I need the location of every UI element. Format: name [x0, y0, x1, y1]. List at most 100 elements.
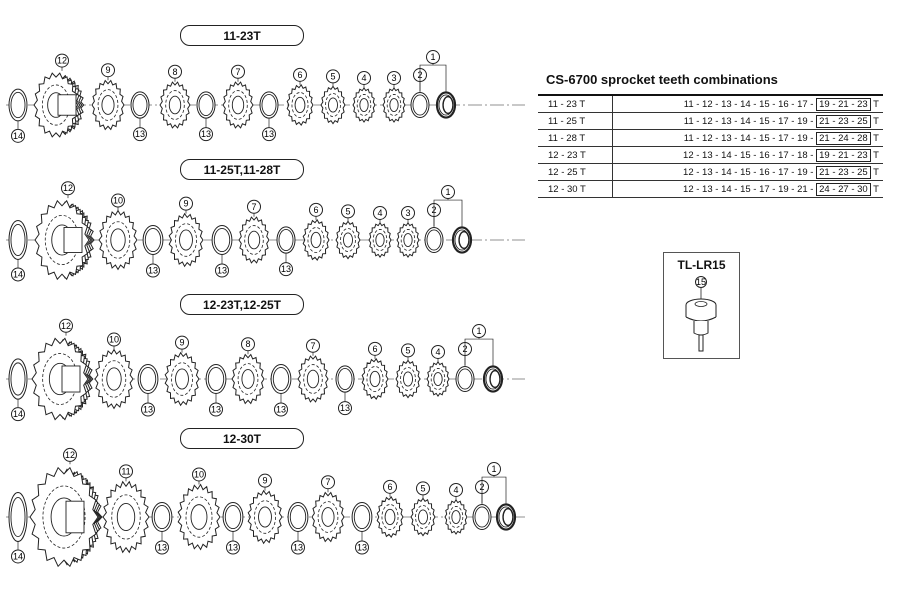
- part-number: 10: [113, 196, 123, 206]
- part-number: 7: [235, 67, 240, 77]
- part-13: 13: [222, 502, 244, 555]
- part-number: 4: [435, 347, 440, 357]
- part-5: 5: [410, 481, 436, 537]
- part-9: 9: [91, 63, 125, 131]
- part-5: 5: [395, 343, 421, 399]
- table-row: 12 - 23 T 12 - 13 - 14 - 15 - 16 - 17 - …: [538, 146, 883, 164]
- combinations-title: CS-6700 sprocket teeth combinations: [546, 72, 778, 87]
- part-12: 12: [29, 447, 103, 568]
- part-9: 9: [168, 196, 204, 268]
- part-number: 4: [453, 485, 458, 495]
- teeth-unit: T: [870, 115, 879, 127]
- part-5: 5: [335, 204, 361, 260]
- part-number: 10: [109, 335, 119, 345]
- part-number: 11: [121, 466, 130, 476]
- boxed-teeth: 21 - 24 - 28: [816, 131, 871, 145]
- group-label-4: 12-30T: [180, 428, 304, 449]
- part-number: 9: [179, 338, 184, 348]
- table-row: 12 - 25 T 12 - 13 - 14 - 15 - 16 - 17 - …: [538, 163, 883, 181]
- part-12: 12: [33, 53, 85, 138]
- teeth-list: 11 - 12 - 13 - 14 - 15 - 17 - 19 - 21 - …: [612, 129, 883, 147]
- teeth-values: 11 - 12 - 13 - 14 - 15 - 17 - 19 -: [683, 115, 817, 127]
- part-number: 1: [476, 326, 481, 336]
- part-number: 13: [135, 129, 145, 139]
- part-number: 10: [194, 469, 204, 479]
- part-number: 13: [228, 542, 238, 552]
- part-number: 9: [183, 199, 188, 209]
- part-number: 8: [245, 339, 250, 349]
- part-number: 13: [293, 542, 303, 552]
- boxed-teeth: 24 - 27 - 30: [816, 182, 871, 196]
- boxed-teeth: 21 - 23 - 25: [816, 114, 871, 128]
- part-number: 12: [57, 56, 67, 66]
- part-number: 14: [13, 131, 23, 141]
- part-3: 3: [382, 70, 406, 123]
- part-number: 5: [405, 345, 410, 355]
- part-6: 6: [286, 67, 314, 126]
- part-number: 7: [325, 477, 330, 487]
- group-label-3: 12-23T,12-25T: [180, 294, 304, 315]
- part-number: 9: [105, 65, 110, 75]
- part-number: 1: [430, 52, 435, 62]
- part-10: 10: [98, 193, 138, 271]
- part-11: 11: [102, 464, 150, 554]
- part-6: 6: [376, 479, 404, 538]
- group-label-1: 11-23T: [180, 25, 304, 46]
- part-8: 8: [231, 337, 265, 405]
- part-6: 6: [361, 341, 389, 400]
- part-number: 13: [357, 542, 367, 552]
- part-number: 12: [61, 321, 71, 331]
- part-7: 7: [297, 338, 329, 403]
- teeth-values: 11 - 12 - 13 - 14 - 15 - 17 - 19 -: [683, 132, 817, 144]
- cassette-size: 11 - 28 T: [538, 129, 613, 147]
- table-row: 11 - 23 T 11 - 12 - 13 - 14 - 15 - 16 - …: [538, 94, 883, 113]
- teeth-unit: T: [870, 183, 879, 195]
- part-13: 13: [351, 502, 373, 555]
- part-number: 13: [340, 403, 350, 413]
- part-13: 13: [276, 226, 296, 277]
- part-number: 4: [361, 73, 366, 83]
- part-13: 13: [151, 502, 173, 555]
- part-8: 8: [159, 64, 191, 129]
- part-number: 13: [217, 265, 227, 275]
- part-6: 6: [302, 202, 330, 261]
- part-number: 13: [264, 129, 274, 139]
- boxed-teeth: 21 - 23 - 25: [816, 165, 871, 179]
- part-number: 5: [420, 483, 425, 493]
- part-number: 9: [262, 476, 267, 486]
- part-number: 12: [65, 450, 75, 460]
- part-number: 6: [372, 344, 377, 354]
- part-9: 9: [247, 473, 283, 545]
- part-number: 8: [172, 67, 177, 77]
- part-3: 3: [396, 205, 420, 259]
- teeth-list: 12 - 13 - 14 - 15 - 16 - 17 - 18 - 19 - …: [612, 146, 883, 164]
- part-13: 13: [335, 365, 355, 416]
- part-13: 13: [211, 225, 233, 278]
- teeth-list: 11 - 12 - 13 - 14 - 15 - 17 - 19 - 21 - …: [612, 112, 883, 130]
- teeth-unit: T: [870, 166, 879, 178]
- part-number: 6: [313, 205, 318, 215]
- part-13: 13: [259, 91, 279, 142]
- part-13: 13: [205, 364, 227, 417]
- tool-panel: TL-LR15 15: [663, 252, 740, 359]
- part-1: 1: [481, 462, 517, 531]
- part-12: 12: [34, 181, 95, 281]
- part-13: 13: [142, 225, 164, 278]
- cassette-size: 12 - 25 T: [538, 163, 613, 181]
- group-label-2: 11-25T,11-28T: [180, 159, 304, 180]
- part-4: 4: [426, 344, 450, 398]
- teeth-list: 12 - 13 - 14 - 15 - 16 - 17 - 19 - 21 - …: [612, 163, 883, 181]
- part-number: 1: [445, 187, 450, 197]
- part-number: 5: [330, 71, 335, 81]
- part-number: 1: [491, 464, 496, 474]
- teeth-unit: T: [870, 149, 879, 161]
- part-13: 13: [287, 502, 309, 555]
- teeth-unit: T: [870, 132, 879, 144]
- teeth-values: 11 - 12 - 13 - 14 - 15 - 16 - 17 -: [683, 98, 817, 110]
- spacer-part: 14: [8, 220, 28, 282]
- cassette-size: 12 - 30 T: [538, 180, 613, 198]
